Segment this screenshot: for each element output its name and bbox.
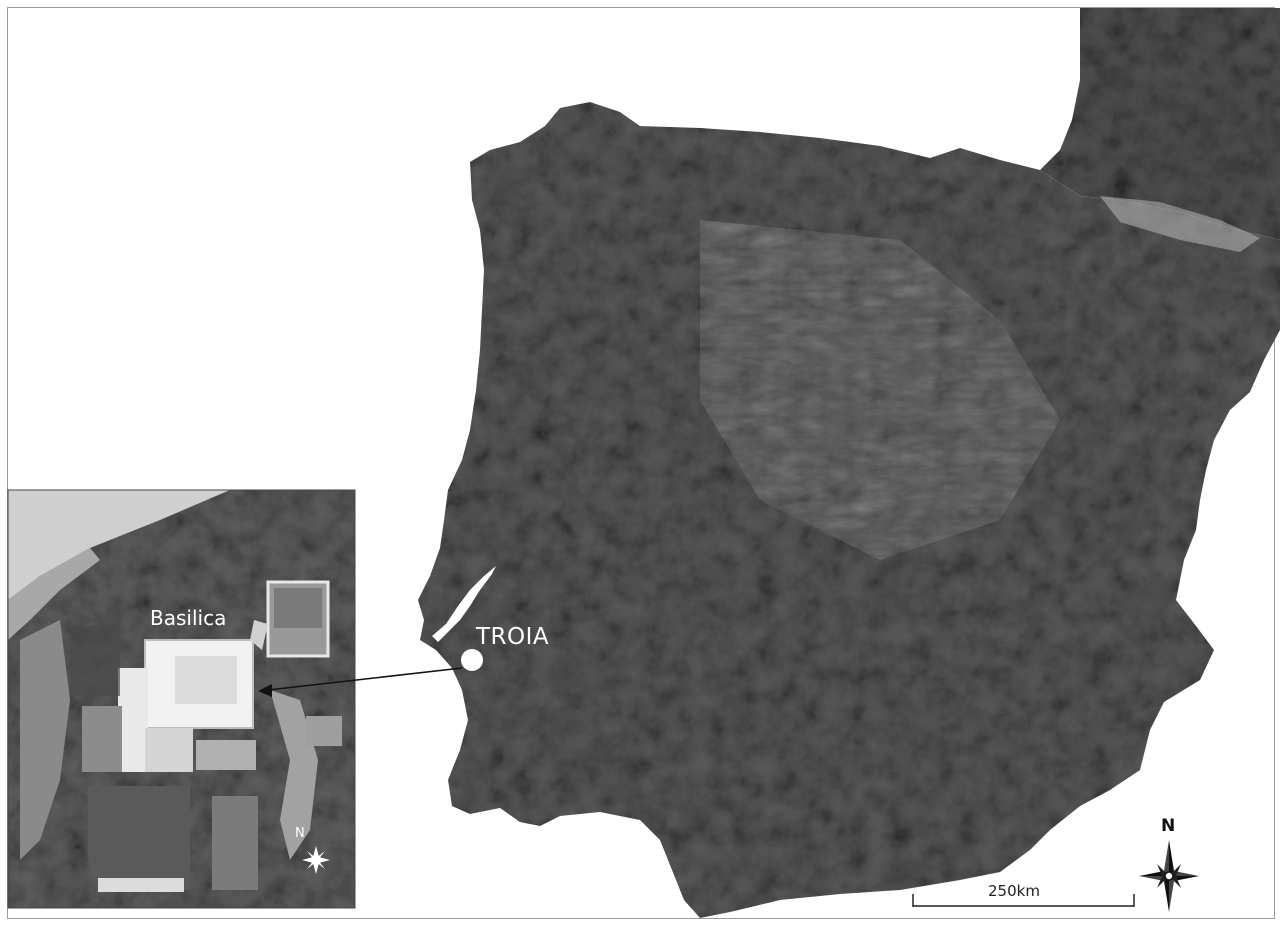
troia-label: TROIA — [476, 624, 550, 650]
scale-bar-label: 250km — [988, 882, 1040, 900]
inset-north-label: N — [295, 826, 305, 841]
inset-aerial-photo — [8, 490, 355, 908]
tagus-estuary — [432, 566, 496, 642]
star-north-icon — [302, 846, 330, 874]
compass-north-label: N — [1161, 816, 1176, 836]
basilica-label: Basilica — [150, 606, 227, 630]
leader-arrow — [258, 667, 463, 697]
scale-bar — [912, 894, 1135, 907]
inset-frame — [7, 489, 356, 909]
terrain-texture — [700, 220, 1060, 560]
france-landmass — [1040, 8, 1280, 240]
pyrenees-ridge — [1100, 196, 1260, 252]
troia-site-marker[interactable] — [461, 649, 483, 671]
compass-rose-icon — [1139, 840, 1199, 912]
